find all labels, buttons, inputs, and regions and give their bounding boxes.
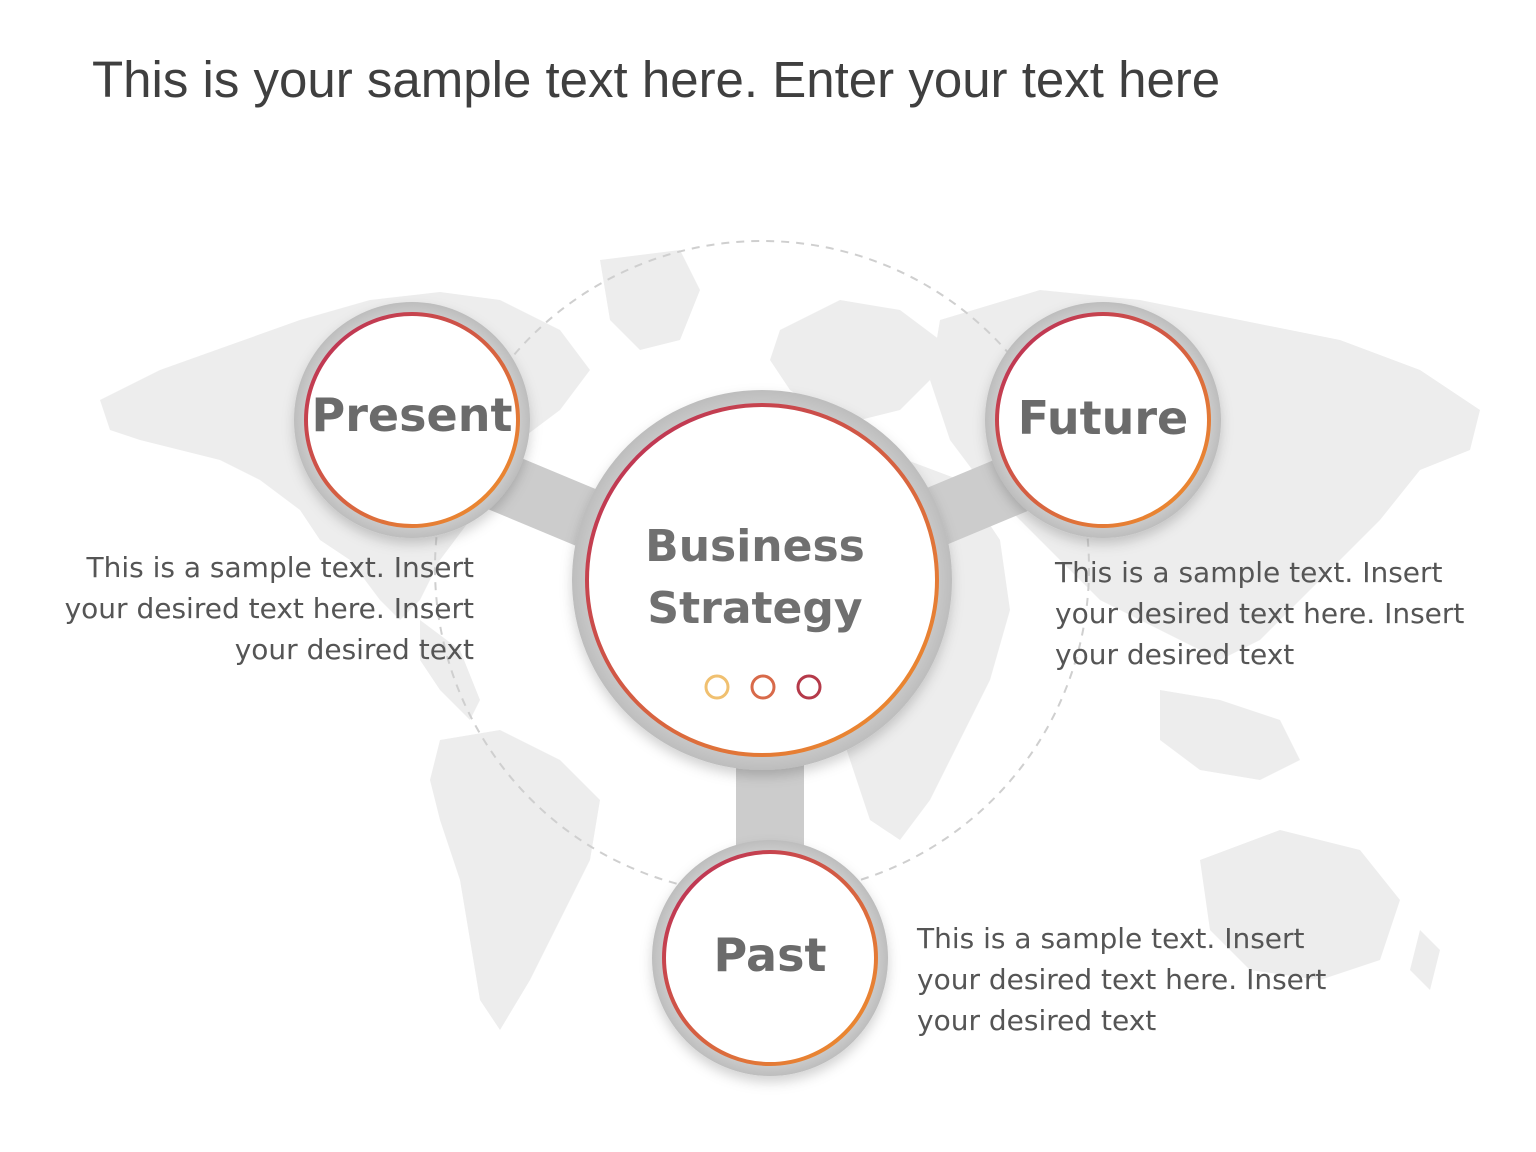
center-node <box>572 390 952 770</box>
past-description-line: This is a sample text. Insert <box>917 922 1305 955</box>
center-label: Business Strategy <box>602 516 908 640</box>
slide-title: This is your sample text here. Enter you… <box>92 51 1221 108</box>
future-node <box>985 302 1221 538</box>
future-description: This is a sample text. Insert your desir… <box>1055 552 1515 675</box>
present-node <box>294 302 530 538</box>
future-description-line: This is a sample text. Insert <box>1055 556 1443 589</box>
present-description-line: your desired text <box>234 633 474 666</box>
center-dot-1 <box>704 674 730 700</box>
present-description-line: This is a sample text. Insert <box>86 551 474 584</box>
present-description: This is a sample text. Insert your desir… <box>30 547 474 670</box>
past-description-line: your desired text here. Insert <box>917 963 1327 996</box>
future-description-line: your desired text here. Insert <box>1055 597 1465 630</box>
past-node <box>652 840 888 1076</box>
past-label: Past <box>713 928 827 982</box>
center-label-line1: Business <box>645 521 865 572</box>
center-dot-3 <box>796 674 822 700</box>
center-dot-2 <box>750 674 776 700</box>
past-description: This is a sample text. Insert your desir… <box>917 918 1377 1041</box>
future-description-line: your desired text <box>1055 638 1295 671</box>
present-label: Present <box>311 388 513 442</box>
past-description-line: your desired text <box>917 1004 1157 1037</box>
future-label: Future <box>1017 391 1189 445</box>
present-description-line: your desired text here. Insert <box>64 592 474 625</box>
center-label-line2: Strategy <box>647 583 863 634</box>
